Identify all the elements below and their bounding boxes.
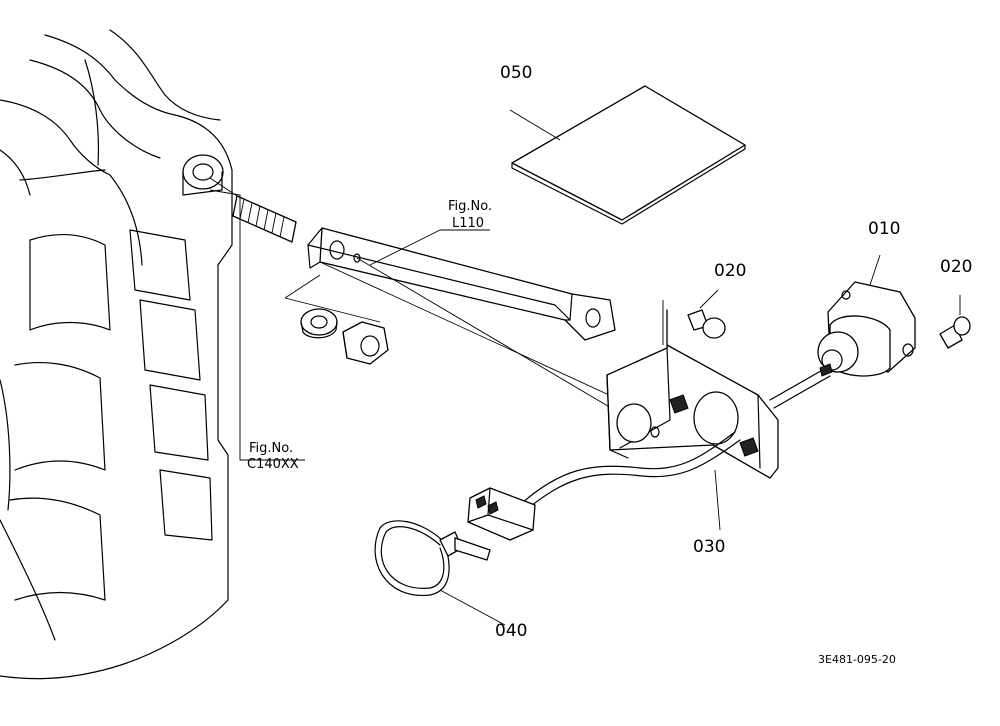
ref-c140-code: C140XX — [247, 457, 299, 472]
reference-leaders — [209, 189, 490, 461]
washer — [300, 308, 338, 339]
screw-020-right — [939, 295, 971, 349]
wire-harness-030 — [467, 431, 741, 541]
stud-bolt — [209, 177, 297, 243]
solenoid-010 — [769, 254, 916, 409]
ref-l110-prefix: Fig.No. — [448, 199, 492, 214]
link-rod — [307, 227, 616, 341]
drawing-code: 3E481-095-20 — [818, 653, 896, 666]
nut — [342, 321, 389, 365]
mounting-bracket — [606, 300, 779, 479]
callout-050: 050 — [500, 63, 532, 83]
callout-040: 040 — [495, 621, 527, 641]
callout-010: 010 — [868, 219, 900, 239]
callout-030: 030 — [693, 537, 725, 557]
link-leaders — [284, 257, 641, 426]
callout-020-left: 020 — [714, 261, 746, 281]
screw-020-left — [687, 289, 726, 339]
sheet-part-050 — [509, 85, 746, 225]
ref-c140-prefix: Fig.No. — [249, 441, 293, 456]
callout-020-right: 020 — [940, 257, 972, 277]
cable-tie-040 — [374, 520, 506, 626]
ref-l110-code: L110 — [452, 216, 484, 231]
engine-housing — [0, 29, 233, 680]
